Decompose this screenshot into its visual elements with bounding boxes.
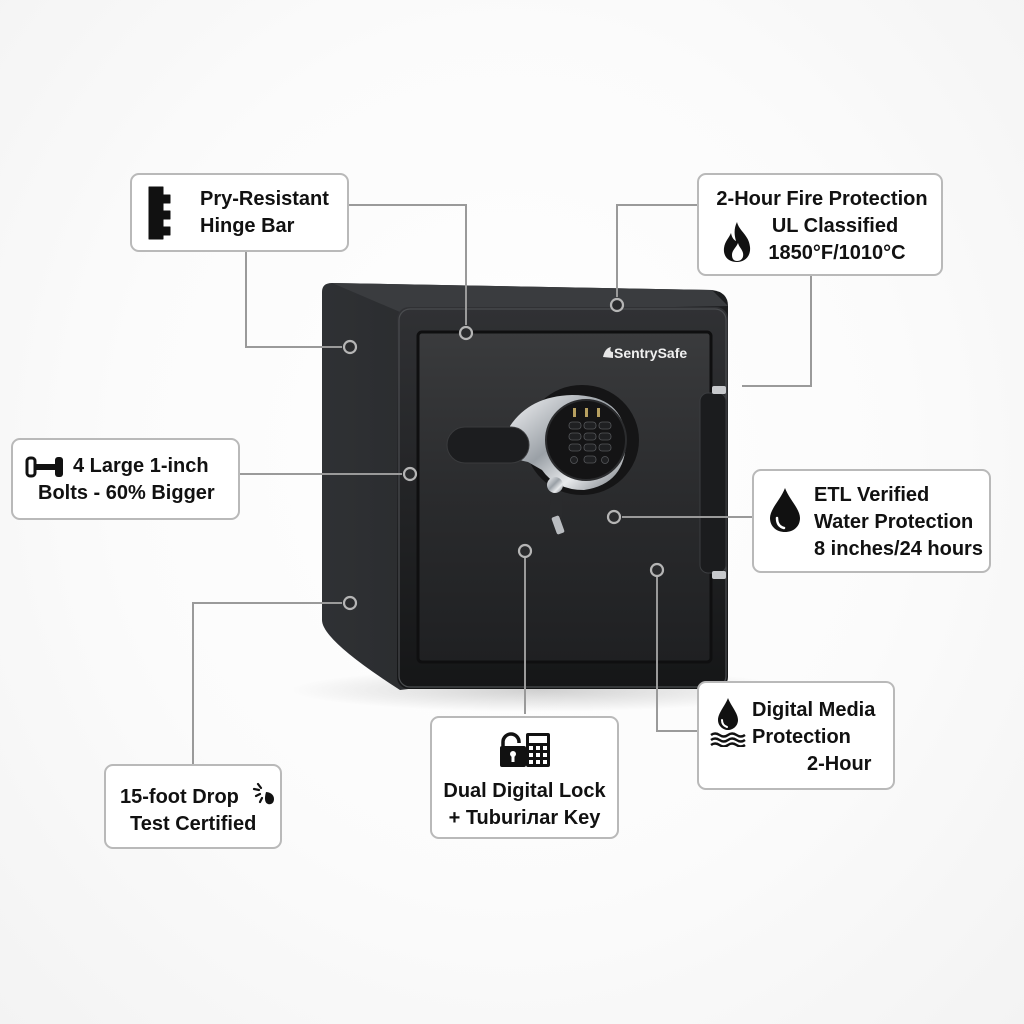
callout-line: 2-Hour (807, 753, 872, 775)
callout-line: UL Classified (771, 215, 899, 237)
callout-line: 8 inches/24 hours (814, 538, 983, 560)
callout-bolts: 4 Large 1-inch Bolts - 60% Bigger (11, 438, 240, 520)
callout-drop-test: 15-foot Drop Test Certified (104, 764, 282, 849)
padlock-keypad-icon (500, 732, 550, 767)
callout-line: Protection (752, 726, 851, 748)
callout-line: + Tuburiлar Key (448, 807, 601, 829)
callout-line: 2-Hour Fire Protection (716, 188, 928, 210)
callout-line: Hinge Bar (200, 215, 295, 237)
callout-digital-media: Digital Media Protection 2-Hour (697, 681, 895, 790)
lock-assembly (446, 385, 639, 535)
hinge-bar-icon (148, 186, 171, 240)
callout-hinge-bar: Pry-Resistant Hinge Bar (130, 173, 349, 252)
impact-icon (252, 782, 274, 805)
callout-line: Dual Digital Lock (443, 780, 606, 802)
callout-line: Test Certified (130, 813, 257, 835)
callout-line: Bolts - 60% Bigger (38, 482, 215, 504)
leader-lines (192, 204, 812, 764)
anchor-points (342, 297, 665, 611)
callout-line: Water Protection (814, 511, 974, 533)
callout-line: Digital Media (752, 699, 876, 721)
callout-water-protection: ETL Verified Water Protection 8 inches/2… (752, 469, 991, 573)
callout-line: Pry-Resistant (200, 188, 329, 210)
callout-line: 1850°F/1010°C (768, 242, 906, 264)
callout-line: 4 Large 1-inch (73, 455, 209, 477)
flame-icon (723, 222, 751, 262)
water-drop-icon (770, 488, 800, 532)
svg-text:SentrySafe: SentrySafe (614, 345, 687, 361)
callout-fire-protection: 2-Hour Fire Protection UL Classified 185… (697, 173, 943, 276)
callout-line: ETL Verified (814, 484, 930, 506)
brand-logo: SentrySafe (603, 345, 687, 361)
drop-waves-icon (710, 698, 746, 747)
callout-line: 15-foot Drop (120, 786, 239, 808)
callout-dual-lock: Dual Digital Lock + Tuburiлar Key (430, 716, 619, 839)
bolt-icon (25, 456, 63, 478)
